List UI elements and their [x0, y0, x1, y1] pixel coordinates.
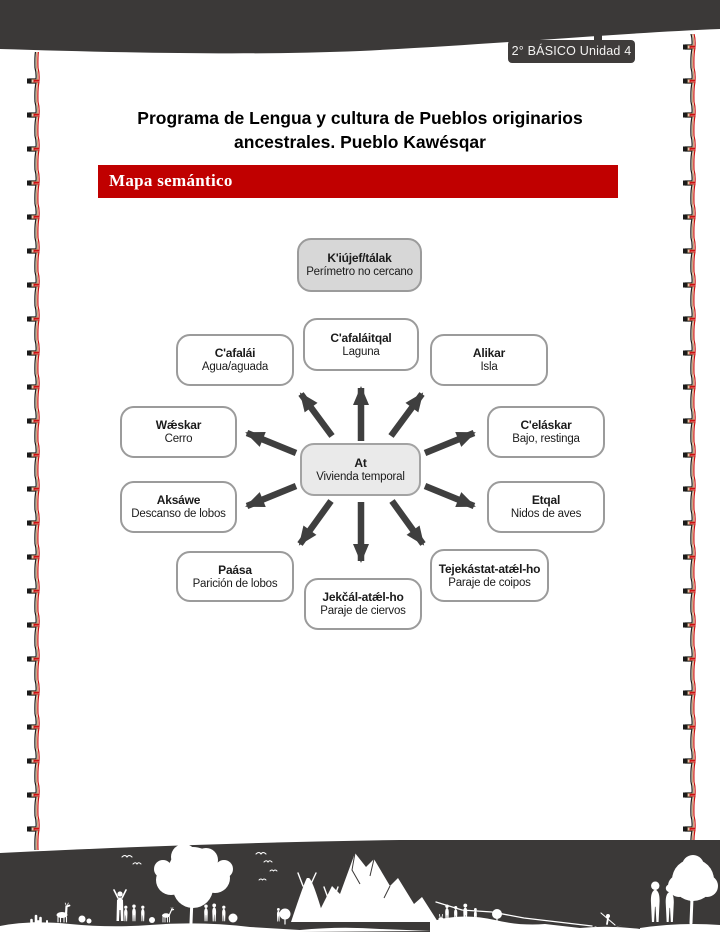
node-term: Paása [218, 562, 252, 577]
map-node-alikar: Alikar Isla [430, 334, 548, 386]
node-term: Wǽskar [155, 418, 202, 432]
top-band [0, 0, 720, 54]
arrow-to-paasa [297, 499, 334, 546]
node-term: Etqal [531, 493, 561, 507]
map-node-cafalai: C'afalái Agua/aguada [176, 334, 294, 386]
node-term: Jekčál-atǽl-ho [322, 590, 404, 604]
node-gloss: Laguna [342, 345, 380, 358]
arrow-to-celaskar [423, 429, 476, 457]
node-term: C'afaláitqal [330, 330, 392, 345]
node-gloss: Bajo, restinga [512, 433, 580, 445]
map-node-etqal: Etqal Nidos de aves [487, 481, 605, 533]
node-term: Alikar [472, 346, 506, 360]
map-node-center-at: At Vivienda temporal [300, 443, 421, 496]
map-node-kiujef-talak: K'iújef/tálak Perímetro no cercano [297, 238, 422, 292]
node-term: K'iújef/tálak [327, 251, 392, 265]
node-gloss: Paraje de coipos [448, 576, 531, 589]
node-term: C'eláskar [520, 418, 572, 432]
node-gloss: Descanso de lobos [131, 508, 226, 520]
node-term: At [354, 455, 367, 470]
arrow-to-waeskar [245, 429, 298, 457]
map-node-cafalaitqal: C'afaláitqal Laguna [303, 318, 419, 371]
map-node-celaskar: C'eláskar Bajo, restinga [487, 406, 605, 458]
node-gloss: Agua/aguada [201, 361, 269, 373]
arrow-to-etqal [423, 482, 476, 510]
page-title-line2: ancestrales. Pueblo Kawésqar [234, 132, 486, 152]
node-term: Aksáwe [156, 493, 201, 507]
node-gloss: Vivienda temporal [316, 470, 405, 483]
unit-badge: 2° BÁSICO Unidad 4 [508, 40, 635, 63]
page-title: Programa de Lengua y cultura de Pueblos … [60, 106, 660, 154]
arrow-to-tejekastat [389, 499, 426, 546]
bottom-artwork [0, 840, 720, 932]
map-node-tejekastat: Tejekástat-atǽl-ho Paraje de coipos [430, 549, 549, 602]
map-node-paasa: Paása Parición de lobos [176, 551, 294, 602]
node-gloss: Isla [480, 361, 498, 373]
node-gloss: Nidos de aves [510, 508, 582, 520]
node-gloss: Cerro [164, 433, 193, 445]
node-gloss: Parición de lobos [192, 577, 278, 590]
node-gloss: Perímetro no cercano [306, 266, 413, 278]
arrow-to-alikar [388, 392, 425, 438]
map-node-jekcal: Jekčál-atǽl-ho Paraje de ciervos [304, 578, 422, 630]
node-term: C'afalái [214, 346, 256, 360]
map-node-waeskar: Wǽskar Cerro [120, 406, 237, 458]
page-title-line1: Programa de Lengua y cultura de Pueblos … [137, 108, 583, 128]
node-gloss: Paraje de ciervos [320, 605, 406, 617]
node-term: Tejekástat-atǽl-ho [438, 561, 541, 576]
map-node-aksawe: Aksáwe Descanso de lobos [120, 481, 237, 533]
arrow-to-aksawe [245, 482, 298, 510]
section-banner: Mapa semántico [98, 165, 618, 198]
arrow-to-cafalai [298, 392, 335, 438]
